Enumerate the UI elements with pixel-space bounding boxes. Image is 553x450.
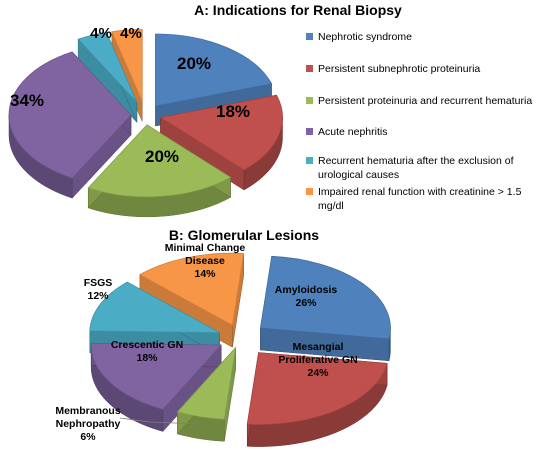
chart-a-legend-item-impaired-renal-function-with-creatinine-1-5-mg-dl: Impaired renal function with creatinine …: [306, 186, 522, 212]
chart-a-pie: 20% 18% 20% 34% 4% 4%: [8, 25, 283, 218]
chart-b-pie: [89, 252, 391, 447]
chart-a-legend-item-persistent-proteinuria-and-recurrent-hematuria: Persistent proteinuria and recurrent hem…: [306, 95, 532, 107]
chart-a-legend-label: Persistent subnephrotic proteinuria: [318, 63, 480, 75]
chart-a-slice-persistent-proteinuria-and-recurrent-hematuria: [87, 124, 232, 218]
chart-a-legend-swatch: [306, 128, 313, 135]
chart-a-legend-swatch: [306, 157, 313, 164]
chart-a-legend-label: Nephrotic syndrome: [318, 31, 412, 43]
chart-a-data-label-nephrotic-syndrome: 20%: [177, 54, 211, 73]
chart-b-title: B: Glomerular Lesions: [169, 227, 319, 243]
chart-a-slice-persistent-subnephrotic-proteinuria: [159, 94, 283, 191]
chart-a-data-label-recurrent-hematuria-after-the-exclusion-of-urological-causes: 4%: [90, 25, 112, 42]
chart-a-data-label-persistent-proteinuria-and-recurrent-hematuria: 20%: [145, 147, 179, 166]
chart-a-legend-swatch: [306, 33, 313, 40]
chart-a-legend-swatch: [306, 65, 313, 72]
chart-a-legend-label: Acute nephritis: [318, 126, 387, 138]
chart-a-title: A: Indications for Renal Biopsy: [194, 2, 402, 18]
chart-a-slice-recurrent-hematuria-after-the-exclusion-of-urological-causes: [77, 32, 138, 123]
chart-a-legend-swatch: [306, 97, 313, 104]
chart-b-slice-mesangial-proliferative-gn: [246, 352, 388, 447]
chart-a-data-label-acute-nephritis: 34%: [10, 91, 44, 110]
chart-a-slice-acute-nephritis: [8, 51, 132, 199]
chart-b-leader-line: [119, 417, 201, 425]
chart-a-data-label-impaired-renal-function-with-creatinine-1-5-mg-dl: 4%: [120, 25, 142, 42]
chart-b-slice-membranous-nephropathy: [176, 346, 237, 442]
chart-a-legend-label: Impaired renal function with creatinine …: [318, 186, 522, 212]
chart-a-legend-item-persistent-subnephrotic-proteinuria: Persistent subnephrotic proteinuria: [306, 63, 480, 75]
chart-a-legend-label: Persistent proteinuria and recurrent hem…: [318, 95, 532, 107]
chart-b-slice-crescentic-gn: [90, 342, 223, 433]
chart-a-legend-item-acute-nephritis: Acute nephritis: [306, 126, 387, 138]
chart-a-legend-item-recurrent-hematuria-after-the-exclusion-of-urological-causes: Recurrent hematuria after the exclusion …: [306, 155, 514, 181]
chart-a-legend-label: Recurrent hematuria after the exclusion …: [318, 155, 514, 181]
chart-a-data-label-persistent-subnephrotic-proteinuria: 18%: [216, 102, 250, 121]
chart-a-legend-swatch: [306, 188, 313, 195]
chart-b-slice-amyloidosis: [259, 255, 391, 362]
chart-a-legend-item-nephrotic-syndrome: Nephrotic syndrome: [306, 31, 412, 43]
